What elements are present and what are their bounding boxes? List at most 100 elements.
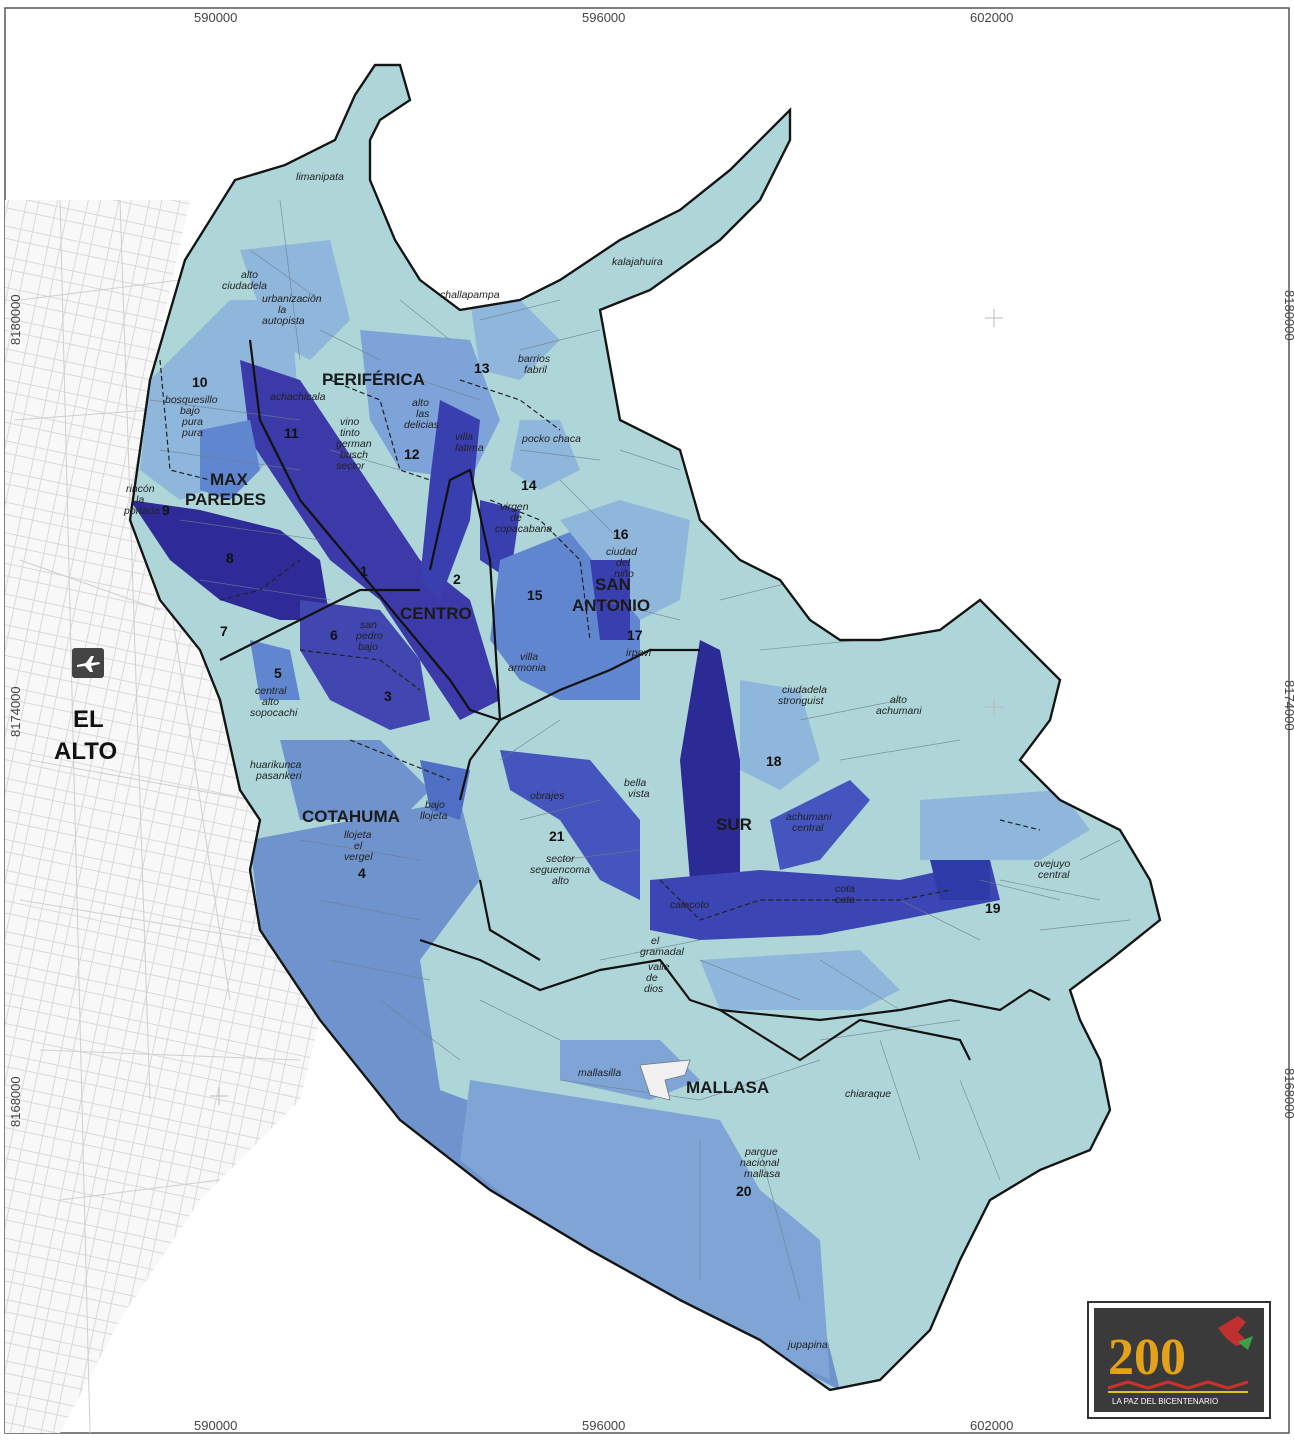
place-vino-tinto-4: busch [340, 449, 368, 461]
place-virgen-2: de [510, 512, 522, 524]
mallasa-label: MALLASA [686, 1078, 769, 1097]
place-ciudad-nino-2: del [616, 557, 631, 569]
place-llojeta-vergel-1: llojeta [344, 829, 372, 841]
place-barrios-fabril-1: barrios [518, 353, 551, 365]
place-ovejuyo-1: ovejuyo [1034, 858, 1070, 870]
place-barrios-fabril-2: fabril [524, 364, 547, 376]
place-villa-fatima-2: fatima [455, 442, 484, 454]
district-1: 1 [360, 563, 368, 579]
coord-bottom-2: 596000 [582, 1418, 625, 1433]
district-21: 21 [549, 828, 565, 844]
place-limanipata: limanipata [296, 171, 344, 183]
place-alto-ciudadela-1: alto [241, 269, 258, 281]
district-15: 15 [527, 587, 543, 603]
district-9: 9 [162, 502, 170, 518]
san-antonio-label-2: ANTONIO [572, 596, 650, 615]
coordinate-labels: 590000 596000 602000 590000 596000 60200… [8, 10, 1294, 1433]
district-6: 6 [330, 627, 338, 643]
place-bajo-llojeta-1: bajo [425, 799, 445, 811]
district-20: 20 [736, 1183, 752, 1199]
coord-left-1: 8180000 [8, 294, 23, 345]
logo-caption: LA PAZ DEL BICENTENARIO [1112, 1397, 1218, 1406]
place-urbanizacion-1: urbanización [262, 293, 322, 305]
district-5: 5 [274, 665, 282, 681]
coord-top-1: 590000 [194, 10, 237, 25]
place-bella-vista-1: bella [624, 777, 646, 789]
district-18: 18 [766, 753, 782, 769]
place-virgen-3: copacabana [495, 523, 552, 535]
district-8: 8 [226, 550, 234, 566]
zone-lines [149, 199, 1131, 1301]
coord-top-2: 596000 [582, 10, 625, 25]
district-2: 2 [453, 571, 461, 587]
place-achumani-central-1: achumani [786, 811, 832, 823]
place-bajo-llojeta-2: llojeta [420, 810, 448, 822]
district-13: 13 [474, 360, 490, 376]
city-outline [128, 63, 1162, 1392]
place-vino-tinto-2: tinto [340, 427, 360, 439]
sur-label: SUR [716, 815, 752, 834]
macrodistrict-boundaries [219, 339, 1051, 1062]
coord-right-1: 8180000 [1282, 290, 1294, 341]
el-alto-area [5, 199, 320, 1434]
place-alto-achumani-1: alto [890, 694, 907, 706]
place-aranjuez-2: de [646, 972, 658, 984]
centro-label: CENTRO [400, 604, 472, 623]
place-bosquesillo-4: pura [181, 427, 203, 439]
district-7: 7 [220, 623, 228, 639]
place-cota-cota-2: cota [835, 894, 855, 906]
place-central-alto-3: sopocachi [250, 707, 298, 719]
coord-left-2: 8174000 [8, 686, 23, 737]
place-ciudad-nino-3: niño [614, 568, 634, 580]
place-villa-fatima-1: villa [455, 431, 473, 443]
district-17: 17 [627, 627, 643, 643]
coord-right-2: 8174000 [1282, 680, 1294, 731]
place-kalajahuira: kalajahuira [612, 256, 663, 268]
place-alto-delicias-1: alto [412, 397, 429, 409]
place-alto-delicias-2: las [416, 408, 430, 420]
place-pocko-chaca: pocko chaca [521, 433, 581, 445]
el-alto-label-1: EL [73, 706, 104, 733]
mallasa-clearing [639, 1059, 691, 1101]
grid-crosses [210, 309, 1003, 1105]
place-llojeta-vergel-3: vergel [344, 851, 373, 863]
periferica-label: PERIFÉRICA [322, 370, 425, 389]
place-achumani-central-2: central [792, 822, 824, 834]
max-paredes-label-1: MAX [210, 470, 248, 489]
place-chiaraque: chiaraque [845, 1088, 891, 1100]
place-huarikunca-2: pasankeri [255, 770, 302, 782]
logo-number: 200 [1108, 1329, 1186, 1386]
place-central-alto-2: alto [262, 696, 279, 708]
place-huarikunca-1: huarikunca [250, 759, 302, 771]
coord-right-3: 8168000 [1282, 1068, 1294, 1119]
place-alto-delicias-3: delicias [404, 419, 440, 431]
place-parque-mallasa-2: nacional [740, 1157, 780, 1169]
coord-left-3: 8168000 [8, 1076, 23, 1127]
place-aranjuez-3: dios [644, 983, 664, 995]
place-san-pedro-1: san [360, 619, 377, 631]
place-seguencoma-2: seguencoma [530, 864, 590, 876]
place-achachicala: achachicala [270, 391, 326, 403]
place-virgen-1: virgen [500, 501, 529, 513]
place-ciudad-nino-1: ciudad [606, 546, 638, 558]
max-paredes-label-2: PAREDES [185, 490, 266, 509]
place-gramadal-2: gramadal [640, 946, 684, 958]
place-parque-mallasa-3: mallasa [744, 1168, 780, 1180]
place-llojeta-vergel-2: el [354, 840, 363, 852]
el-alto-label-2: ALTO [54, 738, 117, 765]
cotahuma-label: COTAHUMA [302, 807, 400, 826]
place-rincon-2: la [136, 494, 144, 506]
district-10: 10 [192, 374, 208, 390]
place-san-pedro-3: bajo [358, 641, 378, 653]
place-parque-mallasa-1: parque [744, 1146, 778, 1158]
district-4: 4 [358, 865, 366, 881]
district-14: 14 [521, 477, 537, 493]
place-ciudadela-stronguist-2: stronguist [778, 695, 825, 707]
place-san-pedro-2: pedro [355, 630, 383, 642]
place-irpavi: irpavi [626, 647, 652, 659]
coord-bottom-3: 602000 [970, 1418, 1013, 1433]
place-rincon-3: portada [123, 505, 160, 517]
place-seguencoma-3: alto [552, 875, 569, 887]
san-antonio-label-1: SAN [595, 575, 631, 594]
